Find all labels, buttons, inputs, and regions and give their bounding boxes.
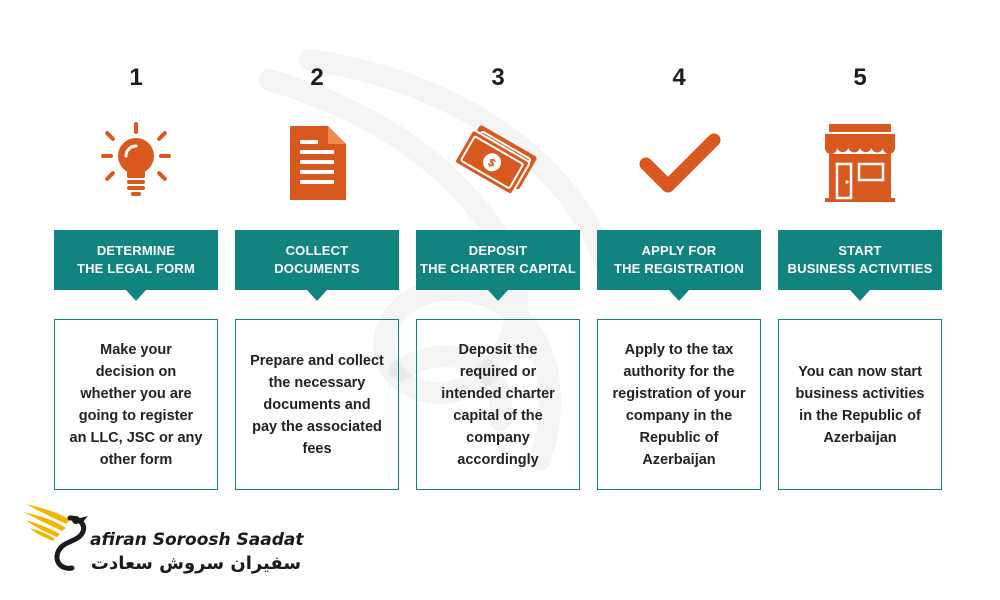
step-description-card: Deposit the required or intended charter… bbox=[416, 319, 580, 490]
brand-name-persian: سفیران سروش سعادت bbox=[90, 553, 302, 574]
step-number: 2 bbox=[310, 64, 324, 91]
step-3: 3 $ DEPOSIT THE CHARTER CAPITAL Deposit … bbox=[416, 0, 580, 600]
document-icon bbox=[272, 112, 362, 208]
step-title: APPLY FOR THE REGISTRATION bbox=[597, 230, 761, 290]
step-description: Apply to the tax authority for the regis… bbox=[612, 341, 746, 468]
step-description: Prepare and collect the necessary docume… bbox=[250, 352, 384, 457]
pointer-triangle bbox=[126, 290, 146, 301]
step-number: 4 bbox=[672, 64, 686, 91]
pointer-triangle bbox=[850, 290, 870, 301]
step-4: 4 APPLY FOR THE REGISTRATION Apply to th… bbox=[597, 0, 761, 600]
step-description-card: Prepare and collect the necessary docume… bbox=[235, 319, 399, 490]
brand-name-english: afiran Soroosh Saadat bbox=[90, 530, 304, 550]
storefront-icon bbox=[815, 112, 905, 208]
step-title: DEPOSIT THE CHARTER CAPITAL bbox=[416, 230, 580, 290]
step-number: 5 bbox=[853, 64, 867, 91]
pointer-triangle bbox=[307, 290, 327, 301]
step-1: 1 DETERMINE T bbox=[54, 0, 218, 600]
step-description-card: Apply to the tax authority for the regis… bbox=[597, 319, 761, 490]
step-title: DETERMINE THE LEGAL FORM bbox=[54, 230, 218, 290]
step-title: START BUSINESS ACTIVITIES bbox=[778, 230, 942, 290]
step-description-card: You can now start business activities in… bbox=[778, 319, 942, 490]
pointer-triangle bbox=[488, 290, 508, 301]
phoenix-logo-icon bbox=[24, 504, 88, 571]
step-description-card: Make your decision on whether you are go… bbox=[54, 319, 218, 490]
step-description: You can now start business activities in… bbox=[795, 363, 925, 446]
step-title: COLLECT DOCUMENTS bbox=[235, 230, 399, 290]
step-number: 3 bbox=[491, 64, 505, 91]
step-description: Deposit the required or intended charter… bbox=[441, 341, 555, 468]
step-description: Make your decision on whether you are go… bbox=[69, 341, 203, 468]
checkmark-icon bbox=[634, 112, 724, 208]
step-number: 1 bbox=[129, 64, 143, 91]
company-logo: afiran Soroosh Saadat سفیران سروش سعادت bbox=[22, 498, 304, 584]
money-icon: $ bbox=[453, 112, 543, 208]
step-5: 5 START BUSINESS ACTIVITIES You can now … bbox=[778, 0, 942, 600]
pointer-triangle bbox=[669, 290, 689, 301]
lightbulb-icon bbox=[91, 112, 181, 208]
step-2: 2 COLLECT DOCUMENTS Prepare and collect … bbox=[235, 0, 399, 600]
